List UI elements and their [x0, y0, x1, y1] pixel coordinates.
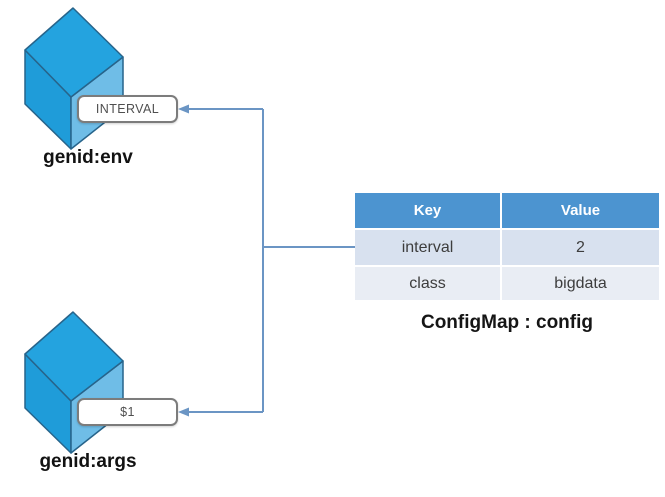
node-caption-env: genid:env	[43, 147, 133, 168]
arrowhead-left-top-icon	[178, 104, 189, 114]
node-badge-args: $1	[77, 398, 178, 426]
arrowhead-left-bottom-icon	[178, 407, 189, 417]
table-cell-key-class: class	[355, 267, 500, 300]
connector-lines	[178, 104, 356, 417]
node-caption-args: genid:args	[39, 451, 137, 472]
configmap-table: Key Value interval 2 class bigdata	[355, 193, 659, 300]
node-badge-interval: INTERVAL	[77, 95, 178, 123]
table-cell-key-interval: interval	[355, 230, 500, 265]
table-cell-value-interval: 2	[502, 230, 659, 265]
cube-env-top-face	[24, 7, 124, 98]
configmap-caption: ConfigMap : config	[420, 312, 594, 333]
table-header-value: Value	[502, 193, 659, 228]
cube-args-icon	[24, 311, 124, 454]
cube-args-top-face	[24, 311, 124, 402]
cube-env-icon	[24, 7, 124, 150]
table-cell-value-class: bigdata	[502, 267, 659, 300]
table-header-key: Key	[355, 193, 500, 228]
